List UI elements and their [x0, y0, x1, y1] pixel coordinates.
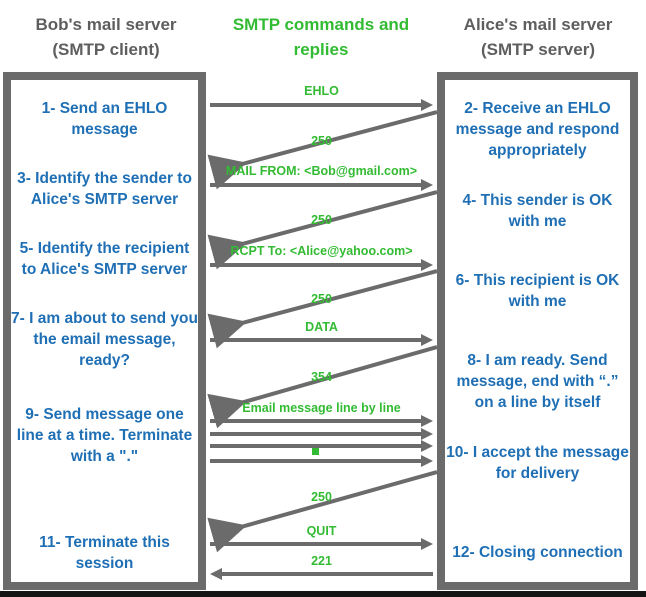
column-title-protocol: SMTP commands and replies: [216, 12, 426, 62]
message-body-arrow-1-head: [421, 415, 433, 427]
command-arrow-quit-line: [210, 542, 425, 546]
command-arrow-mailfrom-line: [210, 183, 425, 187]
client-title-line2: (SMTP client): [52, 40, 160, 59]
client-step-3: 3- Identify the sender to Alice's SMTP s…: [17, 170, 192, 208]
label-data: DATA: [305, 320, 338, 334]
command-arrow-rcptto-line: [210, 263, 425, 267]
server-step-12: 12- Closing connection: [452, 544, 623, 561]
label-mail-from: MAIL FROM: <Bob@gmail.com>: [225, 164, 418, 178]
server-step-4: 4- This sender is OK with me: [462, 192, 613, 230]
command-arrow-rcptto-head: [421, 259, 433, 271]
message-body-arrow-2-line: [210, 432, 425, 436]
bottom-strip: [0, 591, 646, 597]
reply-arrow-221-line: [222, 572, 433, 576]
client-step-9: 9- Send message one line at a time. Term…: [16, 406, 193, 465]
message-body-arrow-1-line: [210, 419, 425, 423]
client-title-line1: Bob's mail server: [35, 15, 177, 34]
command-arrow-quit-head: [421, 538, 433, 550]
server-step-8: 8- I am ready. Send message, end with “.…: [456, 352, 619, 411]
label-354: 354: [311, 370, 332, 384]
server-panel-inner: 2- Receive an EHLO message and respond a…: [445, 80, 630, 582]
client-step-5: 5- Identify the recipient to Alice's SMT…: [19, 240, 190, 278]
command-arrow-data-head: [421, 334, 433, 346]
client-panel: 1- Send an EHLO message 3- Identify the …: [3, 72, 206, 590]
message-body-arrow-3-head: [421, 440, 433, 452]
message-body-arrow-3-line: [210, 444, 425, 448]
label-quit: QUIT: [306, 524, 337, 538]
command-arrow-ehlo-line: [210, 103, 425, 107]
label-250-c: 250: [311, 292, 332, 306]
command-arrow-ehlo-head: [421, 99, 433, 111]
label-ehlo: EHLO: [304, 84, 339, 98]
server-title-line1: Alice's mail server: [463, 15, 613, 34]
protocol-title-line2: replies: [293, 40, 349, 59]
terminating-dot-marker: [312, 448, 319, 455]
client-panel-inner: 1- Send an EHLO message 3- Identify the …: [11, 80, 198, 582]
message-body-arrow-4-head: [421, 455, 433, 467]
client-step-11: 11- Terminate this session: [39, 534, 170, 572]
message-body-arrow-2-head: [421, 428, 433, 440]
server-step-10: 10- I accept the message for delivery: [446, 444, 629, 482]
protocol-title-line1: SMTP commands and: [232, 15, 410, 34]
server-step-6: 6- This recipient is OK with me: [455, 272, 620, 310]
command-arrow-mailfrom-head: [421, 179, 433, 191]
server-step-2: 2- Receive an EHLO message and respond a…: [455, 100, 620, 159]
label-rcpt-to: RCPT To: <Alice@yahoo.com>: [230, 244, 413, 258]
column-title-client: Bob's mail server (SMTP client): [6, 12, 206, 62]
command-arrow-data-line: [210, 338, 425, 342]
label-250-a: 250: [311, 134, 332, 148]
server-panel: 2- Receive an EHLO message and respond a…: [437, 72, 638, 590]
label-250-b: 250: [311, 213, 332, 227]
label-221: 221: [311, 554, 332, 568]
reply-arrow-221-head: [210, 568, 222, 580]
client-step-1: 1- Send an EHLO message: [41, 100, 168, 138]
message-body-arrow-4-line: [210, 459, 425, 463]
message-channel: EHLO 250 MAIL FROM: <Bob@gmail.com> 250 …: [206, 72, 437, 590]
column-title-server: Alice's mail server (SMTP server): [436, 12, 640, 62]
server-title-line2: (SMTP server): [480, 40, 595, 59]
client-step-7: 7- I am about to send you the email mess…: [11, 310, 198, 369]
label-email-body: Email message line by line: [242, 401, 401, 415]
label-250-d: 250: [311, 490, 332, 504]
